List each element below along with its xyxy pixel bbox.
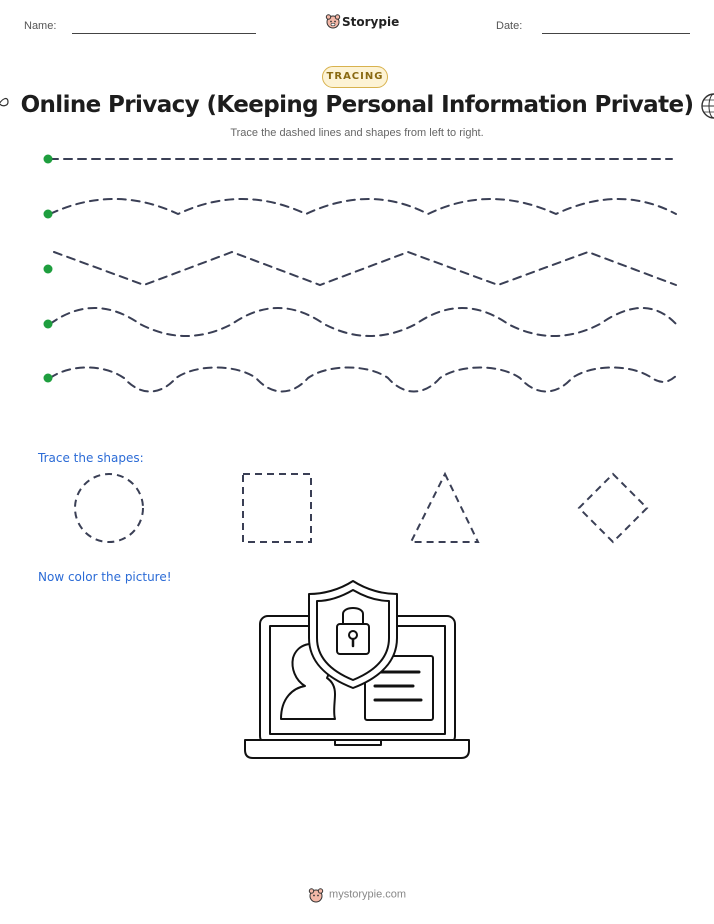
name-label: Name: (24, 20, 57, 32)
tracing-line-bumps (49, 366, 679, 393)
date-line[interactable] (542, 33, 690, 34)
start-dot (43, 319, 53, 329)
footer: mystorypie.com (0, 884, 714, 903)
page-title: Online Privacy (Keeping Personal Informa… (20, 92, 694, 118)
instructions: Trace the dashed lines and shapes from l… (230, 127, 484, 139)
brand-name: Storypie (342, 15, 400, 29)
shapes-heading: Trace the shapes: (38, 451, 144, 465)
trace-triangle (409, 471, 480, 543)
tracing-lines (43, 154, 679, 393)
storypie-logo-icon (325, 13, 341, 29)
start-dot (43, 154, 53, 164)
storypie-footer-logo-icon (308, 887, 324, 903)
name-line[interactable] (72, 33, 256, 34)
tracing-line-scallop (49, 198, 677, 216)
coloring-heading: Now color the picture! (38, 570, 172, 584)
trace-circle (74, 473, 144, 543)
tracing-line-wave (49, 307, 677, 337)
tracing-shapes (74, 471, 649, 544)
trace-diamond (577, 472, 649, 544)
start-dot (43, 373, 53, 383)
laptop-shield-lock-icon (244, 580, 470, 759)
start-dot (43, 264, 53, 274)
footer-site[interactable]: mystorypie.com (329, 888, 407, 901)
start-dot (43, 209, 53, 219)
globe-icon (700, 92, 714, 120)
trace-square (242, 473, 312, 543)
date-label: Date: (496, 20, 523, 32)
tracing-badge: TRACING (322, 66, 388, 88)
edge-doodle-left-icon (0, 92, 10, 112)
tracing-line-zigzag (53, 250, 677, 287)
